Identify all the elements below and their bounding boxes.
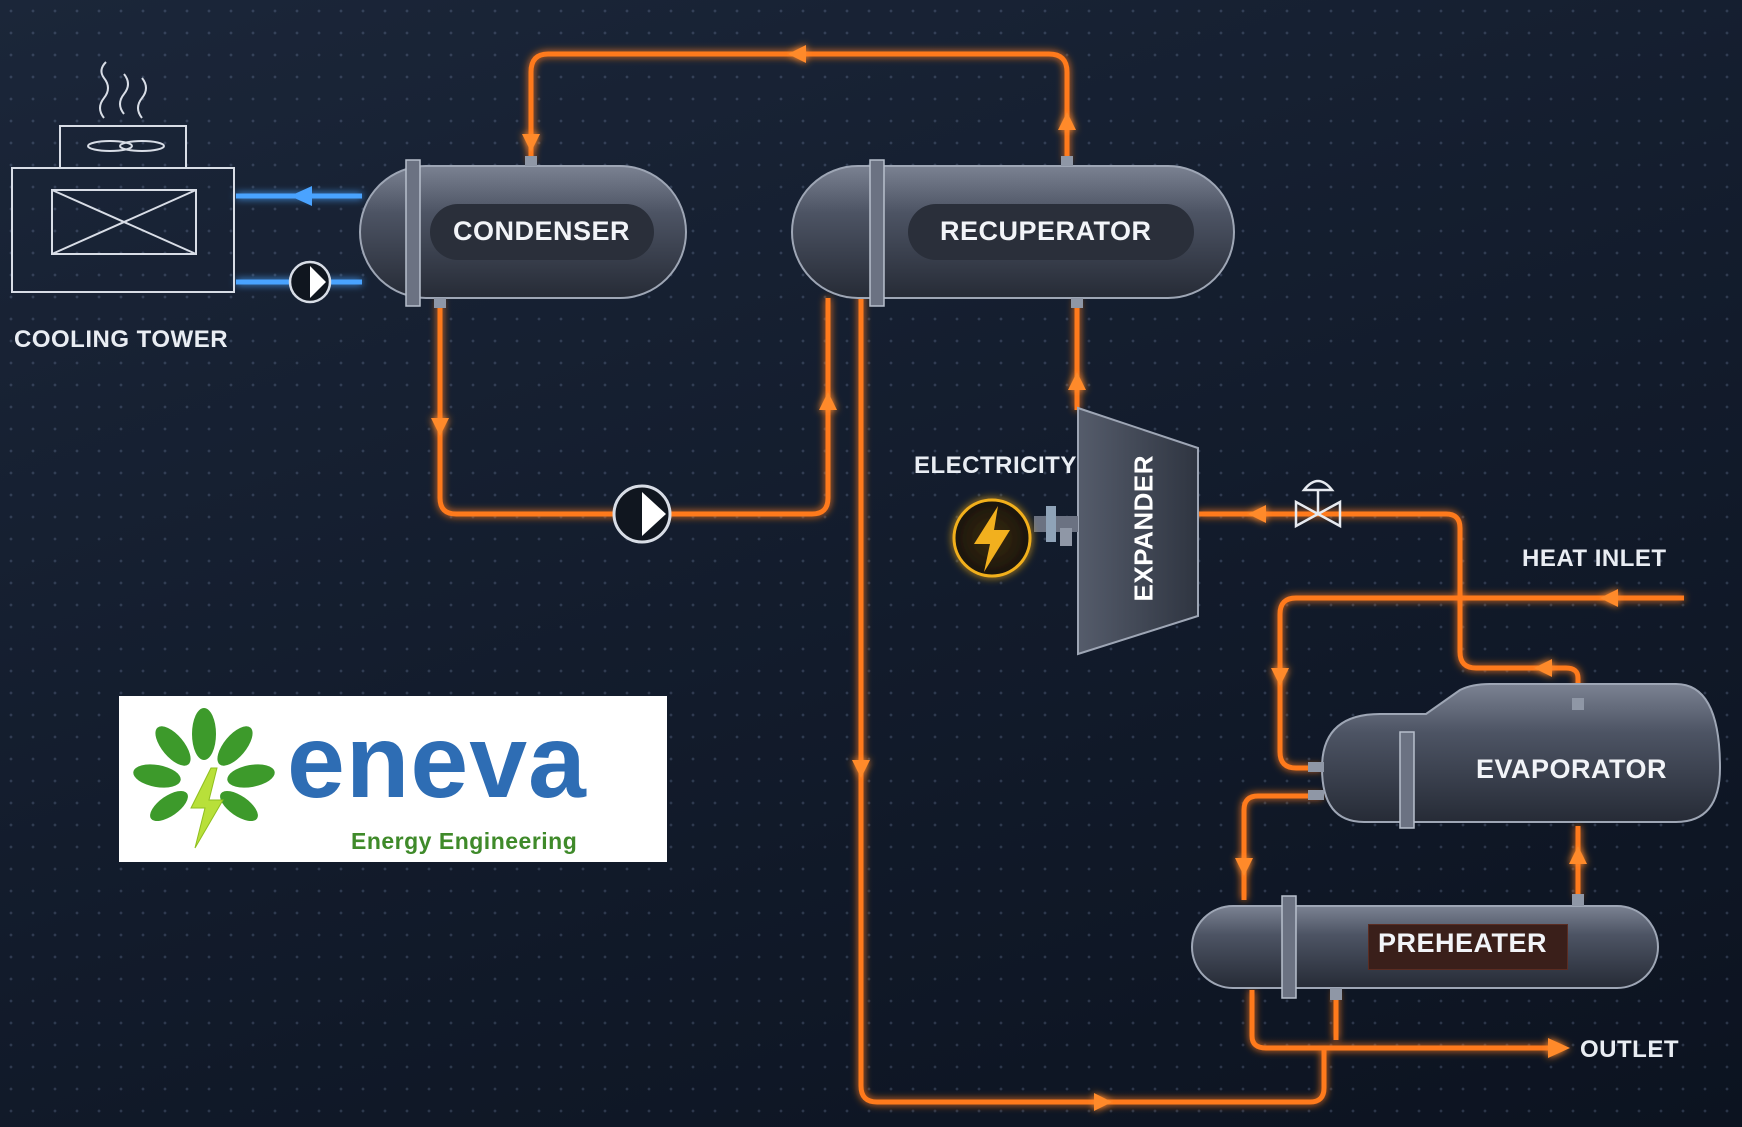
leaf-logo-icon [133,708,275,849]
arrow-down-left-loop [431,418,449,436]
arrow-down-preheater-in [1235,858,1253,876]
expander-turbine [1034,406,1199,656]
tower-body [11,167,235,293]
recuperator-vessel [791,156,1235,308]
valve-icon [1294,479,1342,529]
pipe-condenser-to-pump [437,298,831,517]
preheater-label: PREHEATER [1378,928,1548,958]
tower-top [59,125,187,169]
pump-icon-main [612,484,672,544]
pipe-recuperator-to-outlet [858,218,1327,1105]
preheater-label-tag [1368,924,1568,970]
arrow-cold-left [290,186,312,206]
arrow-up-expander [1068,372,1086,390]
condenser-vessel [359,156,687,308]
pipe-evaporator-to-preheater-in [1241,793,1322,900]
steam-icon [99,61,147,119]
pump-icon-cooling [288,260,332,304]
arrow-left-evap-return [1534,659,1552,677]
arrow-up-right-loop [819,392,837,410]
arrow-top-left [788,45,806,63]
arrow-left-heat [1600,589,1618,607]
arrow-down-long [852,760,870,778]
pipe-preheater-to-outlet [1249,990,1560,1051]
arrow-left-valve [1248,505,1266,523]
heat-inlet-label: HEAT INLET [1522,545,1667,572]
arrow-right-bottom [1094,1093,1112,1111]
company-logo: eneva Energy Engineering [119,696,667,862]
logo-tagline: Energy Engineering [351,828,578,854]
electricity-label: ELECTRICITY [914,452,1077,479]
pipe-recuperator-to-condenser [528,51,1070,162]
expander-label: EXPANDER [1128,454,1159,602]
fan-icon [87,140,165,152]
evaporator-vessel [1308,683,1722,829]
arrow-down-condenser [522,134,540,152]
pipe-evaporator-to-expander [1198,511,1581,700]
tower-fill [51,189,197,255]
flow-arrows [431,45,1618,1111]
arrow-down-heat-branch [1271,668,1289,686]
arrow-up-recuperator [1058,112,1076,130]
cooling-tower [11,61,235,293]
lightning-icon [952,498,1032,578]
arrow-outlet [1548,1038,1570,1058]
evaporator-label: EVAPORATOR [1476,754,1668,784]
recuperator-label: RECUPERATOR [940,216,1152,246]
condenser-label: CONDENSER [453,216,631,246]
logo-wordmark: eneva [287,704,587,820]
cooling-tower-label: COOLING TOWER [14,326,229,353]
outlet-label: OUTLET [1580,1036,1679,1063]
arrow-up-preheater-evap [1569,846,1587,864]
